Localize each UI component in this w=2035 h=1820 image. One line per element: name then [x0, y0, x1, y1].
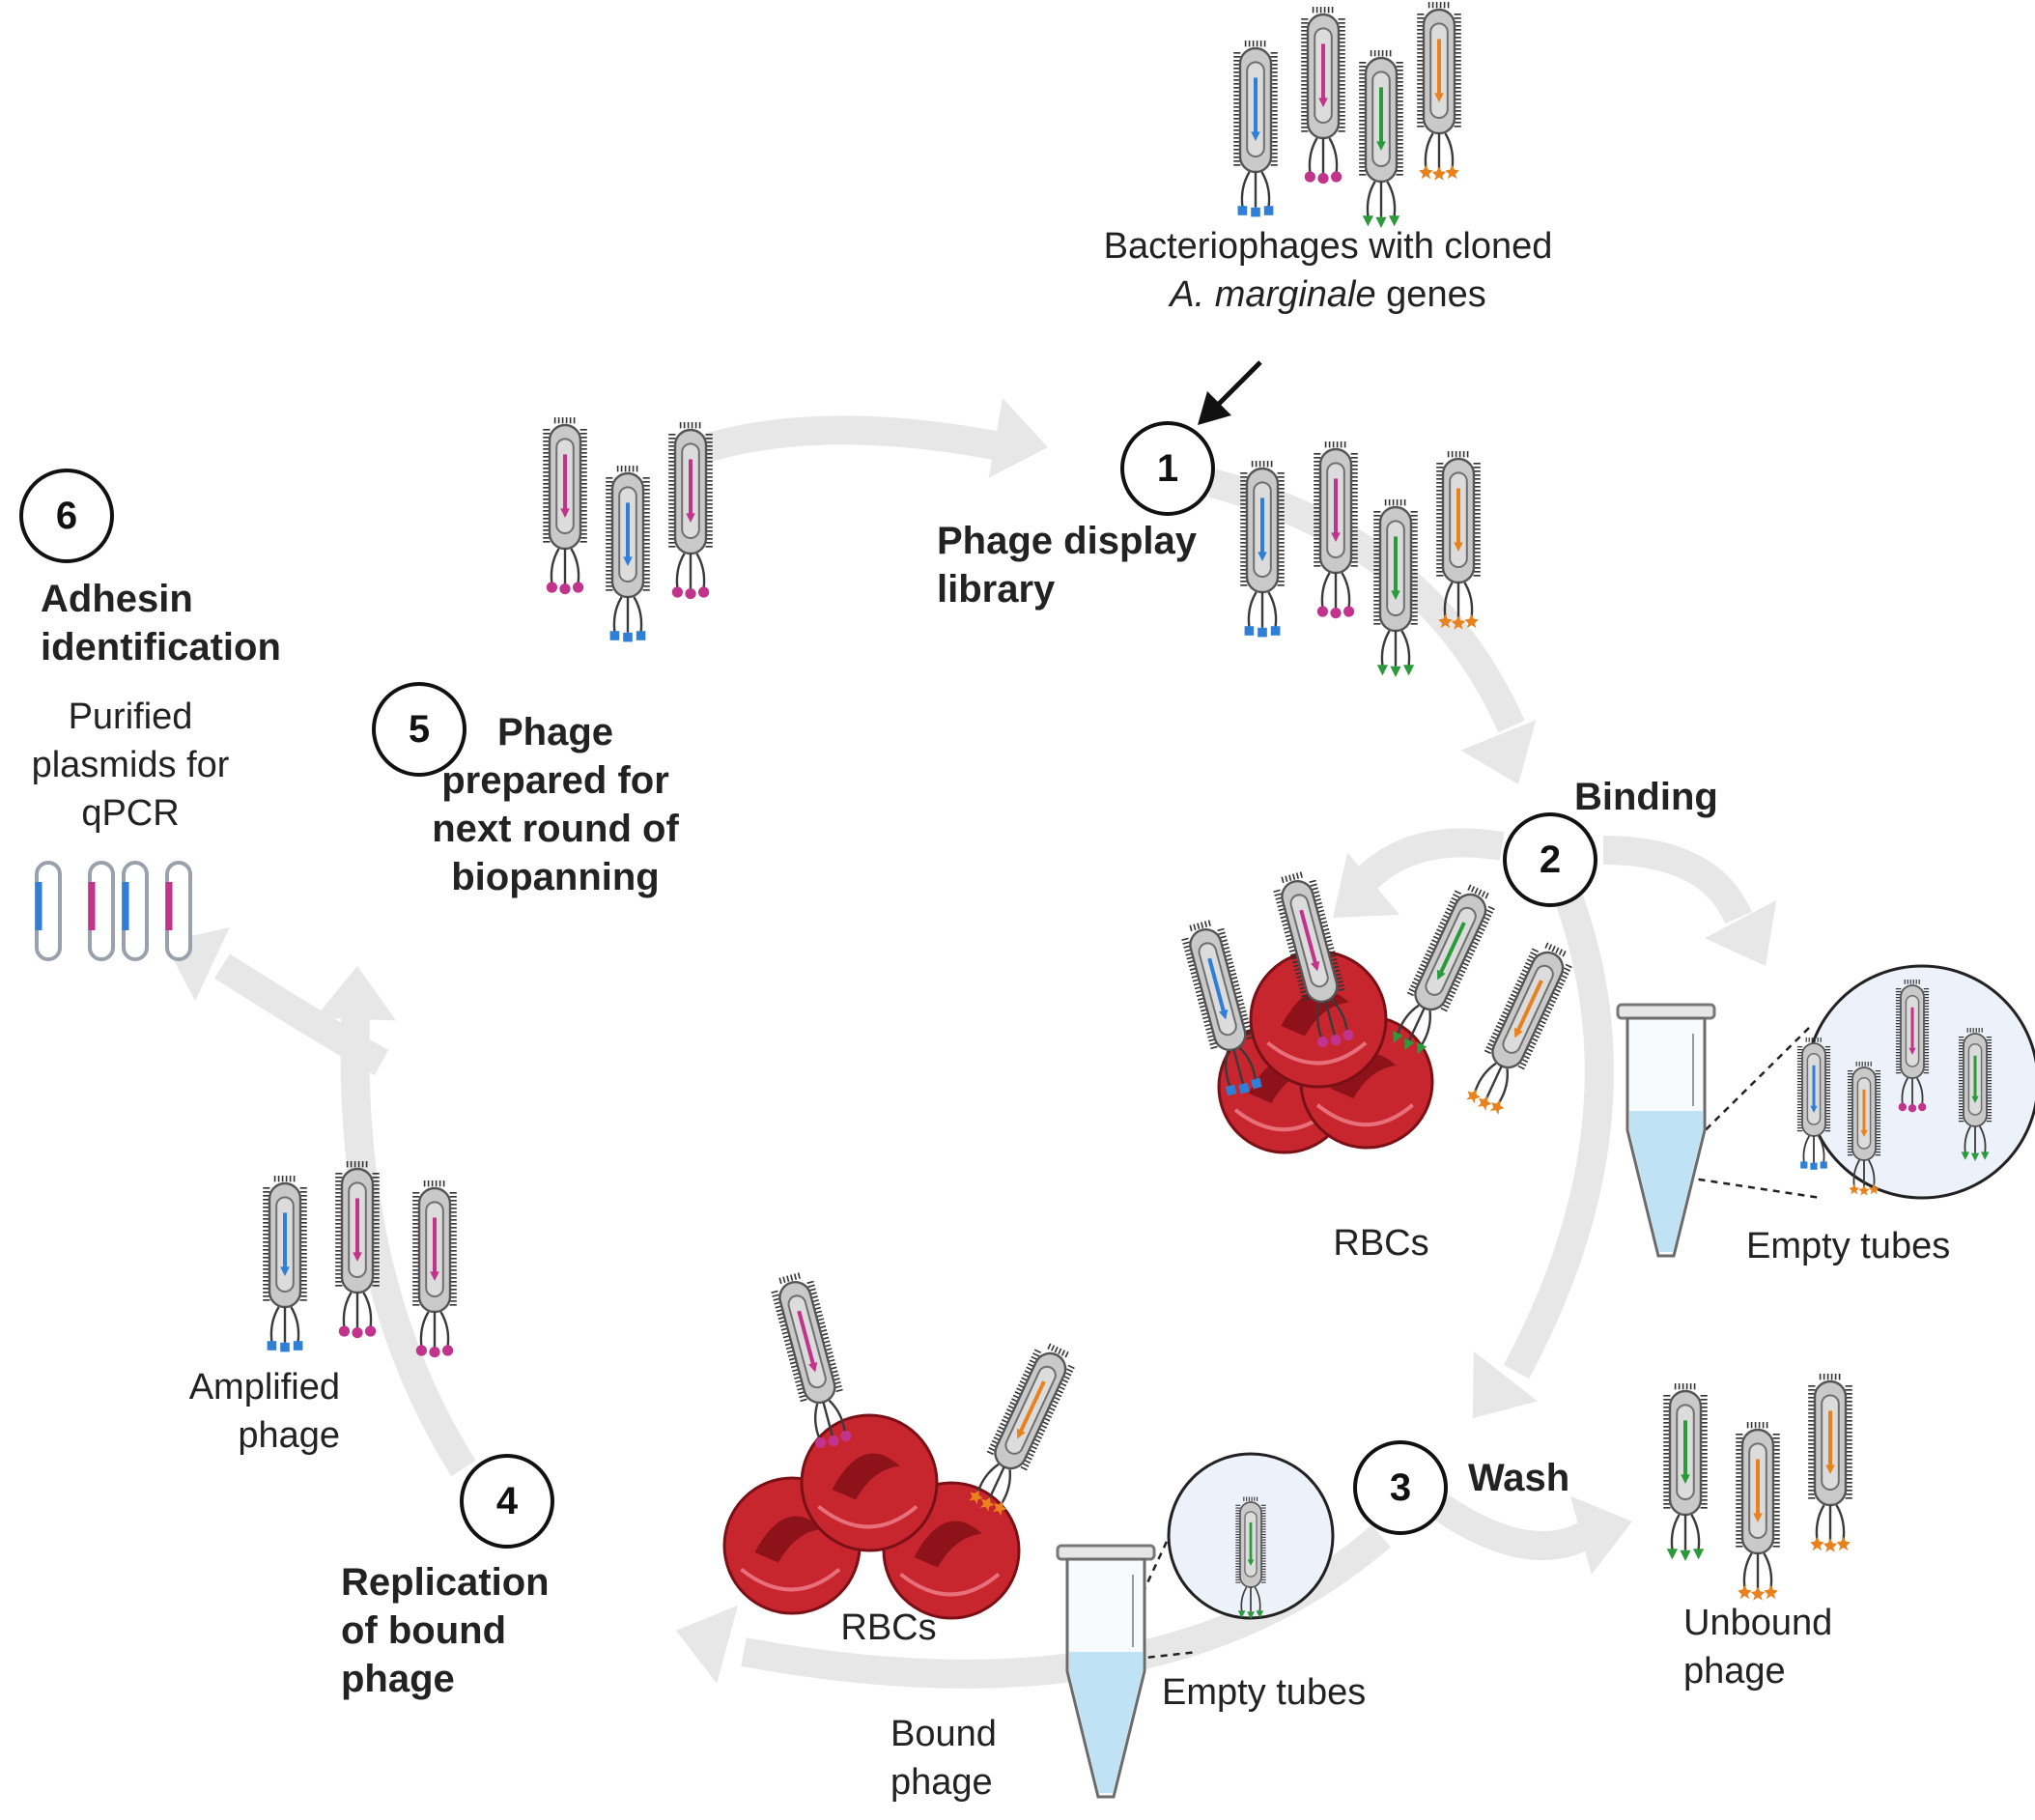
step-5-title: Phage prepared for next round of biopann… — [432, 711, 679, 898]
flow-arrow-3-to-unbound-head — [1570, 1495, 1632, 1575]
phage-particle-11 — [1388, 884, 1495, 1055]
rbc-wash-top — [800, 1413, 939, 1552]
phage-particle-13 — [1800, 1039, 1828, 1170]
step-4-title: Replication of bound phage — [341, 1561, 550, 1700]
phage-particle-21 — [969, 1342, 1076, 1517]
purified-plasmids — [35, 861, 192, 961]
flow-arrow-5-to-1-head — [988, 398, 1048, 478]
source-label-end: genes — [1386, 274, 1486, 315]
flow-arrow-1-to-2-head — [1460, 720, 1537, 784]
phage-particle-5 — [1244, 464, 1281, 638]
phage-particle-1 — [1237, 43, 1274, 217]
flow-arrow-2-to-tubes — [1602, 836, 1752, 924]
flow-arrow-2-to-rbcs — [1350, 828, 1505, 895]
flow-arrow-4-to-5 — [340, 1018, 476, 1477]
step-3-title: Wash — [1468, 1457, 1570, 1499]
step-2-title: Binding — [1574, 776, 1718, 818]
bound-phage-label: Bound phage — [890, 1714, 997, 1803]
amplified-phage-label: Amplified phage — [188, 1367, 340, 1456]
flow-arrow-3-to-4-head — [676, 1605, 738, 1684]
flow-arrow-2-to-tubes-head — [1705, 899, 1777, 966]
phage-particle-3 — [1363, 53, 1399, 228]
step-5-number: 5 — [372, 682, 466, 777]
step-4-number: 4 — [460, 1454, 554, 1549]
purified-plasmids-label: Purified plasmids for qPCR — [31, 697, 230, 834]
phage-particle-12 — [1466, 941, 1573, 1116]
empty-tubes-label-binding: Empty tubes — [1746, 1226, 1951, 1266]
phage-particle-25 — [672, 425, 709, 600]
plasmid-3 — [122, 861, 149, 961]
unbound-phage-label: Unbound phage — [1683, 1603, 1833, 1692]
step-6-number: 6 — [19, 469, 114, 563]
flow-arrow-to-6 — [213, 953, 389, 1076]
step-1-number: 1 — [1120, 421, 1215, 516]
step-1-title: Phage display library — [937, 520, 1197, 611]
phage-particle-2 — [1305, 10, 1342, 185]
tube-wash — [1056, 1544, 1156, 1799]
source-label: Bacteriophages with cloned A. marginale … — [1087, 222, 1569, 319]
phage-particle-18 — [1738, 1425, 1778, 1601]
flow-arrow-4-to-5-head — [315, 966, 397, 1021]
source-label-text: Bacteriophages with cloned — [1103, 226, 1553, 267]
step-3-number: 3 — [1353, 1440, 1448, 1535]
phage-particle-22 — [1238, 1499, 1263, 1619]
step-6-title: Adhesin identification — [41, 578, 281, 668]
phage-particle-20 — [773, 1273, 854, 1449]
phage-particle-10 — [1275, 872, 1356, 1048]
empty-tubes-label-wash: Empty tubes — [1162, 1672, 1367, 1713]
plasmid-1 — [35, 861, 62, 961]
phage-particle-17 — [1667, 1386, 1704, 1561]
rbcs-label-binding: RBCs — [1333, 1223, 1429, 1264]
pointer-arrow — [1198, 360, 1262, 425]
step-2-number: 2 — [1503, 812, 1597, 907]
phage-particle-24 — [609, 469, 646, 642]
phage-particle-9 — [1183, 921, 1263, 1096]
phage-particle-8 — [1438, 454, 1479, 630]
phage-particle-19 — [1810, 1377, 1851, 1552]
phage-particle-23 — [547, 420, 583, 595]
phage-particle-16 — [1962, 1030, 1990, 1161]
flow-arrow-2-to-3 — [1503, 853, 1614, 1379]
phage-particle-6 — [1317, 444, 1354, 619]
rbcs-label-wash: RBCs — [840, 1607, 937, 1648]
phage-particle-7 — [1377, 502, 1414, 677]
phage-particle-15 — [1899, 981, 1927, 1113]
phage-particle-28 — [416, 1183, 453, 1358]
flow-arrow-2-to-3-head — [1473, 1351, 1538, 1418]
flow-arrow-3-to-unbound — [1432, 1494, 1591, 1560]
source-organism-name: A. marginale — [1170, 274, 1376, 315]
phage-particle-27 — [339, 1164, 376, 1339]
flow-arrow-2-to-rbcs-head — [1333, 852, 1400, 918]
plasmid-2 — [88, 861, 115, 961]
phage-particle-26 — [267, 1179, 303, 1352]
flow-arrow-5-to-1 — [683, 415, 1003, 469]
plasmid-4 — [165, 861, 192, 961]
phage-particle-14 — [1849, 1064, 1879, 1196]
phage-particle-4 — [1419, 5, 1459, 181]
tube-binding — [1616, 1003, 1716, 1258]
